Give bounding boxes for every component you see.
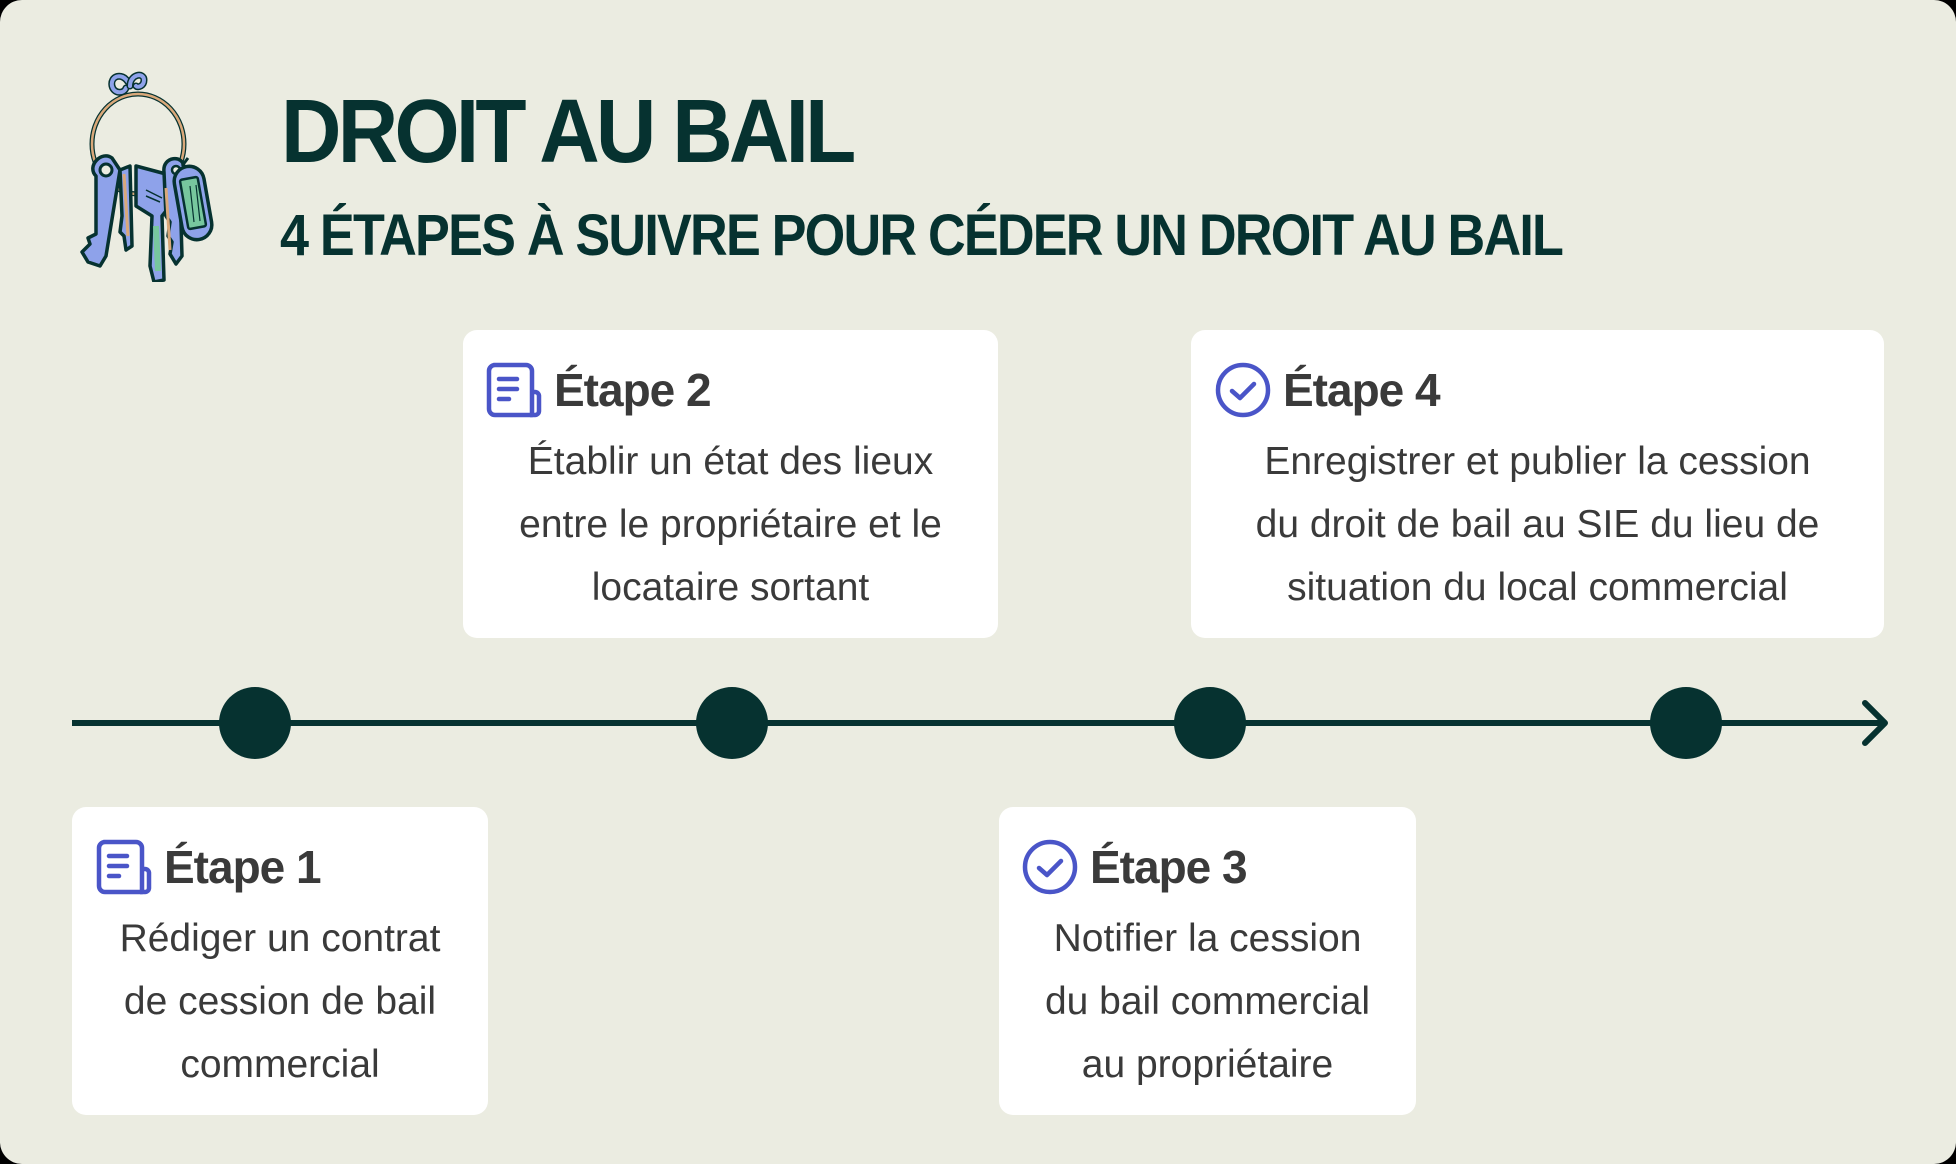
step-label: Étape 2 xyxy=(554,364,712,416)
step-card-2: Étape 2 Établir un état des lieux entre … xyxy=(463,330,998,638)
check-circle-icon xyxy=(1022,839,1078,895)
step-card-3: Étape 3 Notifier la cession du bail comm… xyxy=(999,807,1416,1115)
step-text-line: entre le propriétaire et le xyxy=(519,503,942,546)
timeline-dot-4 xyxy=(1650,687,1722,759)
check-circle-icon xyxy=(1215,362,1271,418)
step-label: Étape 3 xyxy=(1090,841,1248,893)
step-text-line: Établir un état des lieux xyxy=(527,440,934,483)
step-text-line: du droit de bail au SIE du lieu de xyxy=(1255,503,1820,546)
step-text-line: de cession de bail xyxy=(123,980,437,1023)
step-text-line: Notifier la cession xyxy=(1053,917,1362,960)
timeline-dot-3 xyxy=(1174,687,1246,759)
document-icon xyxy=(486,362,542,418)
step-description: Enregistrer et publier la cession du dro… xyxy=(1191,430,1884,619)
step-text-line: commercial xyxy=(180,1043,380,1086)
page-title: DROIT AU BAIL xyxy=(281,82,856,182)
step-text-line: Rédiger un contrat xyxy=(119,917,441,960)
step-text-line: du bail commercial xyxy=(1044,980,1371,1023)
step-label: Étape 4 xyxy=(1283,364,1441,416)
step-label: Étape 1 xyxy=(164,841,322,893)
page-subtitle: 4 ÉTAPES À SUIVRE POUR CÉDER UN DROIT AU… xyxy=(280,203,1564,268)
step-description: Notifier la cession du bail commercial a… xyxy=(999,907,1416,1096)
step-text-line: situation du local commercial xyxy=(1287,566,1788,609)
step-text-line: locataire sortant xyxy=(591,566,870,609)
step-text-line: Enregistrer et publier la cession xyxy=(1264,440,1811,483)
step-card-1: Étape 1 Rédiger un contrat de cession de… xyxy=(72,807,488,1115)
step-card-4: Étape 4 Enregistrer et publier la cessio… xyxy=(1191,330,1884,638)
step-text-line: au propriétaire xyxy=(1081,1043,1334,1086)
arrow-right-icon xyxy=(1862,700,1888,746)
step-description: Établir un état des lieux entre le propr… xyxy=(463,430,998,619)
timeline-dot-1 xyxy=(219,687,291,759)
keys-on-ring-icon xyxy=(80,71,214,282)
document-icon xyxy=(96,839,152,895)
step-description: Rédiger un contrat de cession de bail co… xyxy=(72,907,488,1096)
timeline-dot-2 xyxy=(696,687,768,759)
